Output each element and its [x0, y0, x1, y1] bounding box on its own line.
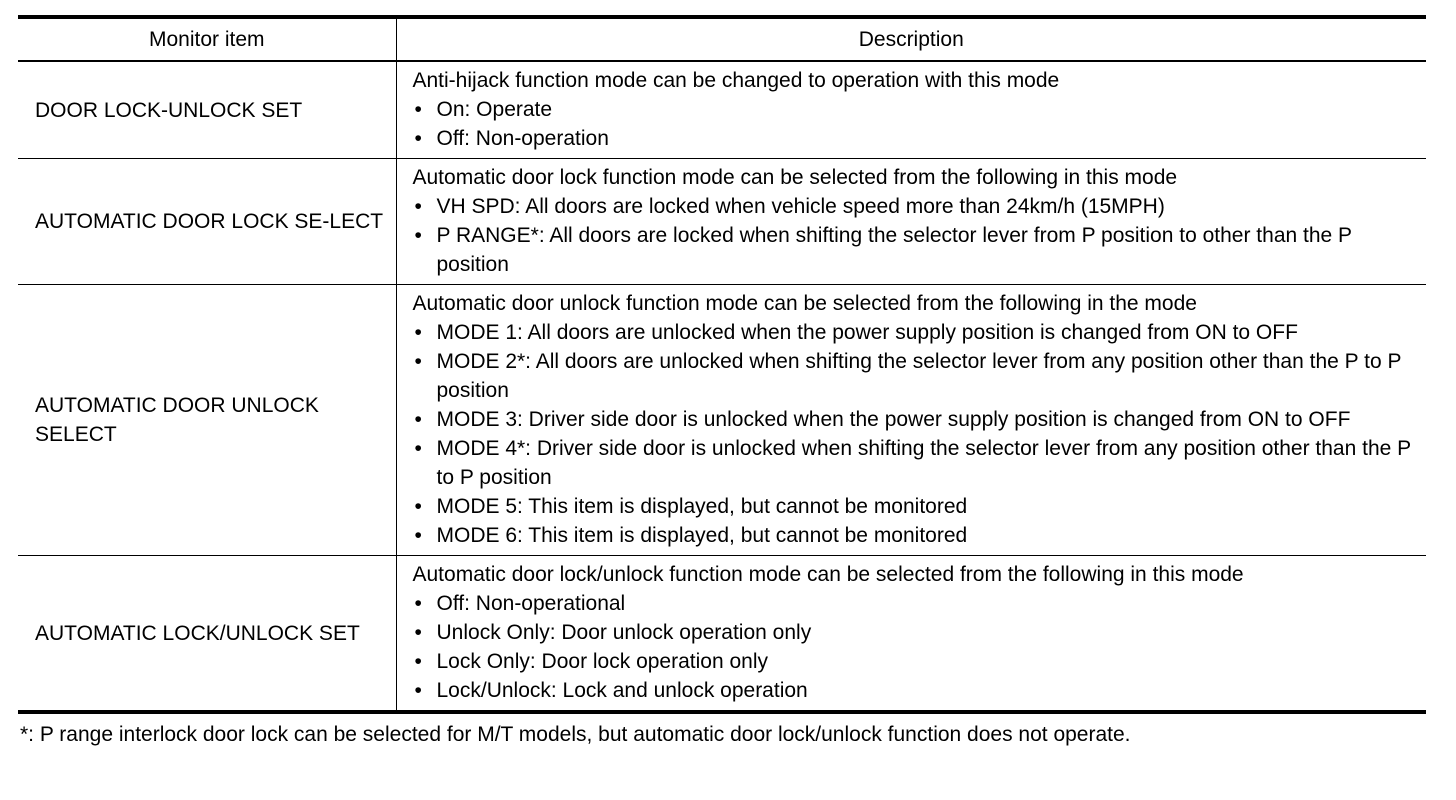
- table-row: AUTOMATIC LOCK/UNLOCK SET Automatic door…: [18, 555, 1426, 713]
- monitor-item-cell: AUTOMATIC DOOR LOCK SE-LECT: [18, 158, 397, 285]
- list-item-text: MODE 1: All doors are unlocked when the …: [436, 321, 1298, 344]
- header-monitor-item: Monitor item: [18, 17, 397, 62]
- document-sheet: Monitor item Description DOOR LOCK-UNLOC…: [18, 15, 1426, 749]
- bullet-icon: •: [414, 224, 422, 247]
- bullet-icon: •: [414, 98, 422, 121]
- list-item: • Unlock Only: Door unlock operation only: [413, 618, 1417, 647]
- description-cell: Automatic door unlock function mode can …: [396, 284, 1426, 556]
- list-item: • MODE 6: This item is displayed, but can…: [413, 521, 1417, 550]
- list-item: • P RANGE*: All doors are locked when shi…: [413, 221, 1417, 279]
- list-item: • Off: Non-operational: [413, 589, 1417, 618]
- list-item-text: MODE 2*: All doors are unlocked when shi…: [436, 350, 1402, 402]
- table-row: AUTOMATIC DOOR UNLOCK SELECT Automatic d…: [18, 284, 1426, 556]
- description-cell: Anti-hijack function mode can be changed…: [396, 61, 1426, 159]
- description-cell: Automatic door lock function mode can be…: [396, 158, 1426, 285]
- bullet-icon: •: [414, 679, 422, 702]
- bullet-icon: •: [414, 437, 422, 460]
- bullet-icon: •: [414, 592, 422, 615]
- table-row: DOOR LOCK-UNLOCK SET Anti-hijack functio…: [18, 61, 1426, 159]
- footnote: *: P range interlock door lock can be se…: [20, 723, 1131, 746]
- monitor-item-cell: AUTOMATIC DOOR UNLOCK SELECT: [18, 284, 397, 556]
- monitor-item-cell: AUTOMATIC LOCK/UNLOCK SET: [18, 555, 397, 712]
- bullet-icon: •: [414, 408, 422, 431]
- list-item-text: VH SPD: All doors are locked when vehicl…: [436, 195, 1165, 218]
- bullet-list: • MODE 1: All doors are unlocked when the…: [413, 318, 1417, 550]
- monitor-item-label: DOOR LOCK-UNLOCK SET: [35, 98, 303, 122]
- bullet-icon: •: [414, 350, 422, 373]
- monitor-item-label: AUTOMATIC DOOR UNLOCK SELECT: [35, 394, 319, 446]
- list-item-text: Off: Non-operational: [436, 592, 626, 615]
- bullet-icon: •: [414, 127, 422, 150]
- bullet-icon: •: [414, 524, 422, 547]
- table-header-row: Monitor item Description: [18, 17, 1426, 62]
- list-item-text: On: Operate: [436, 98, 553, 121]
- list-item: • On: Operate: [413, 95, 1417, 124]
- bullet-list: • VH SPD: All doors are locked when vehic…: [413, 192, 1417, 279]
- bullet-icon: •: [414, 621, 422, 644]
- description-intro: Automatic door unlock function mode can …: [412, 292, 1197, 315]
- list-item-text: P RANGE*: All doors are locked when shif…: [436, 224, 1352, 276]
- list-item: • VH SPD: All doors are locked when vehic…: [413, 192, 1417, 221]
- monitor-item-label: AUTOMATIC DOOR LOCK SE-LECT: [35, 210, 384, 233]
- header-description: Description: [396, 17, 1426, 62]
- list-item: • MODE 2*: All doors are unlocked when sh…: [413, 347, 1417, 405]
- list-item: • Lock Only: Door lock operation only: [413, 647, 1417, 676]
- list-item: • Off: Non-operation: [413, 124, 1417, 153]
- list-item-text: MODE 3: Driver side door is unlocked whe…: [436, 408, 1351, 431]
- list-item-text: MODE 5: This item is displayed, but cann…: [436, 495, 968, 518]
- monitor-item-label: AUTOMATIC LOCK/UNLOCK SET: [35, 621, 360, 645]
- list-item-text: MODE 4*: Driver side door is unlocked wh…: [436, 437, 1411, 489]
- table-row: AUTOMATIC DOOR LOCK SE-LECT Automatic do…: [18, 158, 1426, 285]
- bullet-icon: •: [414, 195, 422, 218]
- description-intro: Automatic door lock/unlock function mode…: [412, 563, 1244, 586]
- bullet-list: • Off: Non-operational • Unlock Only: Door…: [413, 589, 1417, 705]
- bullet-icon: •: [414, 321, 422, 344]
- list-item: • MODE 5: This item is displayed, but can…: [413, 492, 1417, 521]
- list-item: • MODE 4*: Driver side door is unlocked w…: [413, 434, 1417, 492]
- list-item-text: Unlock Only: Door unlock operation only: [436, 621, 812, 644]
- list-item-text: MODE 6: This item is displayed, but cann…: [436, 524, 968, 547]
- monitor-item-table: Monitor item Description DOOR LOCK-UNLOC…: [18, 15, 1426, 714]
- list-item-text: Lock/Unlock: Lock and unlock operation: [436, 679, 808, 702]
- description-cell: Automatic door lock/unlock function mode…: [396, 556, 1426, 713]
- bullet-list: • On: Operate • Off: Non-operation: [413, 95, 1417, 153]
- bullet-icon: •: [414, 650, 422, 673]
- bullet-icon: •: [414, 495, 422, 518]
- list-item: • MODE 1: All doors are unlocked when the…: [413, 318, 1417, 347]
- description-intro: Anti-hijack function mode can be changed…: [412, 69, 1060, 92]
- list-item: • MODE 3: Driver side door is unlocked wh…: [413, 405, 1417, 434]
- description-intro: Automatic door lock function mode can be…: [412, 166, 1178, 189]
- monitor-item-cell: DOOR LOCK-UNLOCK SET: [18, 61, 397, 159]
- list-item-text: Off: Non-operation: [436, 127, 609, 150]
- list-item-text: Lock Only: Door lock operation only: [436, 650, 769, 673]
- list-item: • Lock/Unlock: Lock and unlock operation: [413, 676, 1417, 705]
